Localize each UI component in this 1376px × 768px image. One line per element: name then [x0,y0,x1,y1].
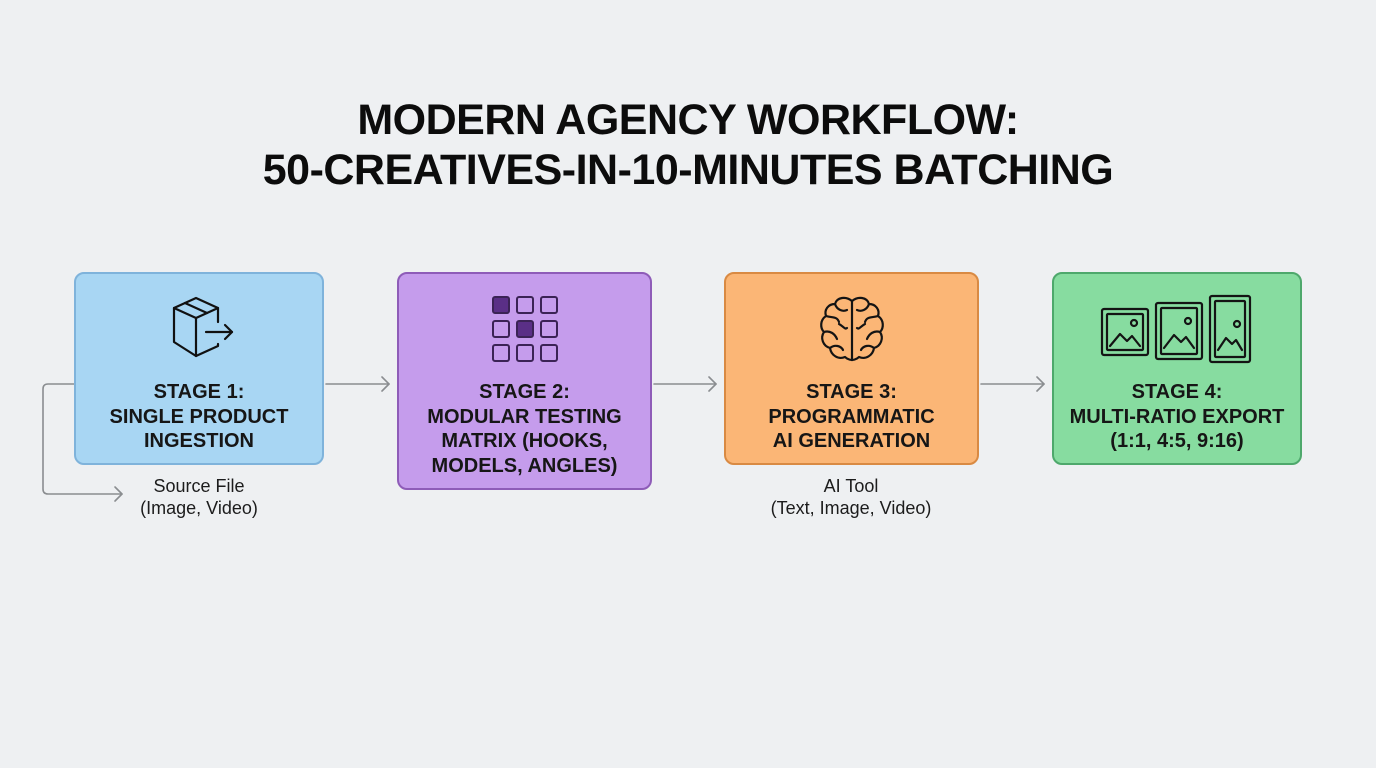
ai-tool-caption-line-2: (Text, Image, Video) [770,498,932,518]
stage-4-card: STAGE 4: MULTI-RATIO EXPORT (1:1, 4:5, 9… [1052,272,1302,465]
source-file-caption-line-1: Source File [153,476,245,496]
stage-3-title-line-2: AI GENERATION [772,430,931,452]
ai-tool-caption-line-1: AI Tool [823,476,879,496]
ai-tool-caption: AI Tool (Text, Image, Video) [751,475,951,519]
stage-2-title-line-1: MODULAR TESTING [427,405,622,428]
stage-3-card: STAGE 3: PROGRAMMATIC AI GENERATION [724,272,979,465]
box-export-icon [154,294,244,364]
stage-1-card: STAGE 1: SINGLE PRODUCT INGESTION [74,272,324,465]
stage-2-title-line-3: MODELS, ANGLES) [431,454,618,477]
feedback-connector [42,383,123,495]
stage-2-title-line-2: MATRIX (HOOKS, [441,430,608,452]
stage-2-label: STAGE 2: [479,381,570,403]
stage-2-card: STAGE 2: MODULAR TESTING MATRIX (HOOKS, … [397,272,652,490]
source-file-caption: Source File (Image, Video) [99,475,299,519]
image-frames-icon [1100,294,1254,364]
stage-3-label: STAGE 3: [806,381,897,403]
stage-1-label: STAGE 1: [153,381,245,403]
stage-1-title-line-2: INGESTION [143,430,254,452]
stage-1-title-line-1: SINGLE PRODUCT [109,405,289,428]
feedback-arrowhead [114,486,123,502]
grid-matrix-icon [490,294,560,364]
source-file-caption-line-2: (Image, Video) [140,498,258,518]
diagram-title-line-2: 50-CREATIVES-IN-10-MINUTES BATCHING [262,146,1114,194]
stage-4-label: STAGE 4: [1131,381,1223,403]
diagram-title-line-1: MODERN AGENCY WORKFLOW: [357,96,1019,144]
stage-4-title-line-2: (1:1, 4:5, 9:16) [1110,430,1244,452]
brain-icon [815,294,889,364]
stage-3-title-line-1: PROGRAMMATIC [768,405,935,428]
stage-4-title-line-1: MULTI-RATIO EXPORT [1069,405,1285,428]
